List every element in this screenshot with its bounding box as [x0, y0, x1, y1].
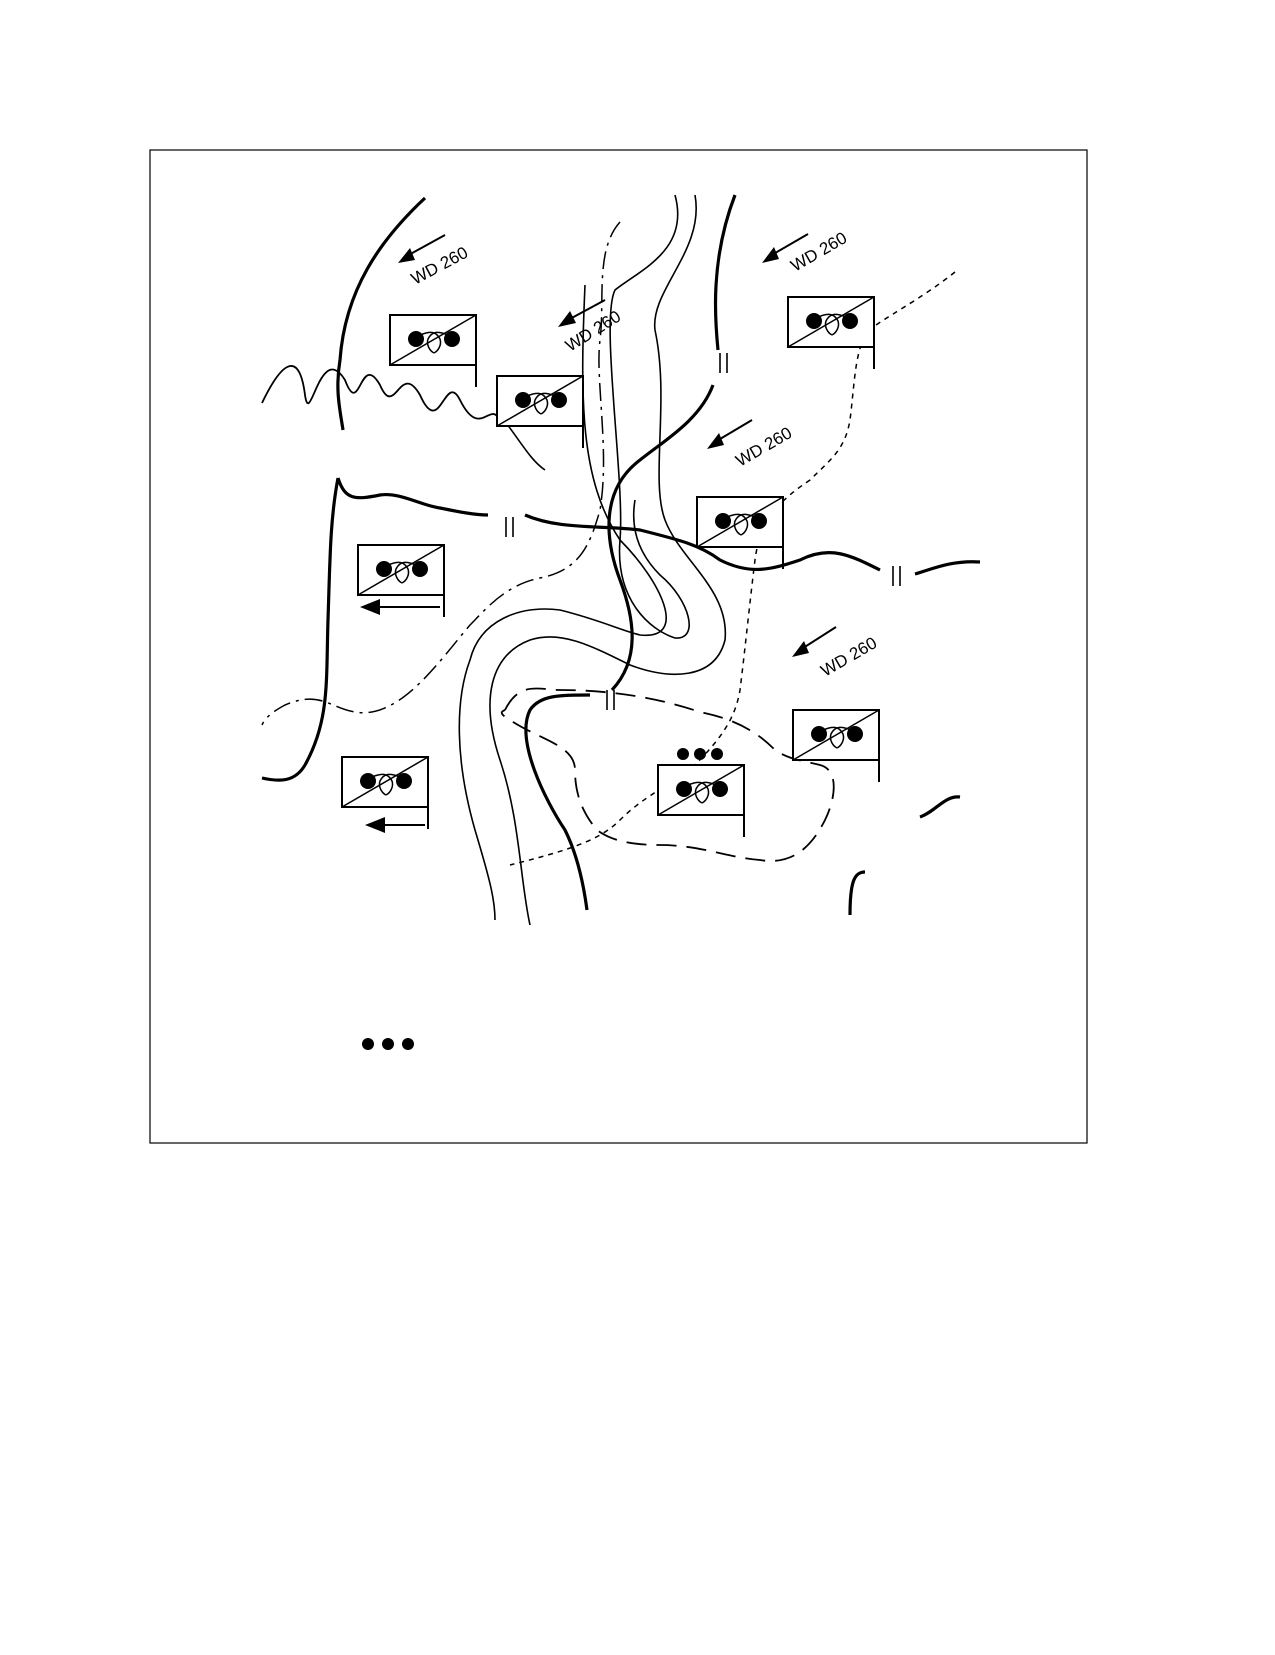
- boundary-west: [336, 477, 489, 517]
- boundary-south: [524, 693, 591, 911]
- dash-dot-route: [261, 221, 621, 726]
- continuation-dots: [362, 1038, 414, 1050]
- dashed-route: [500, 687, 835, 862]
- boundary-diagonal: [607, 384, 715, 692]
- boundary-center: [524, 513, 881, 572]
- left-arrow-icon: [360, 599, 440, 615]
- river-bank-outer: [458, 284, 667, 921]
- river-bank-left: [609, 194, 690, 639]
- boundary-lines: [261, 194, 981, 916]
- map-border: [149, 149, 1088, 1144]
- boundary-northwest: [336, 196, 427, 431]
- boundary-southeast-stub: [848, 870, 866, 916]
- boundary-marker-ii: [892, 566, 901, 586]
- river-bank-right: [489, 194, 727, 926]
- movement-arrows: [360, 599, 440, 833]
- boundary-marker-ii: [505, 517, 514, 537]
- boundary-east-stub: [919, 795, 961, 819]
- boundary-marker-ii: [719, 353, 728, 373]
- boundary-west-lower: [261, 477, 340, 782]
- wavy-barrier-line: [261, 365, 501, 421]
- boundary-north-center: [713, 194, 737, 351]
- boundary-markers: [505, 353, 901, 710]
- echelon-dots: [677, 748, 723, 760]
- left-arrow-icon: [365, 817, 425, 833]
- boundary-marker-ii: [606, 690, 615, 710]
- boundary-east: [914, 560, 981, 576]
